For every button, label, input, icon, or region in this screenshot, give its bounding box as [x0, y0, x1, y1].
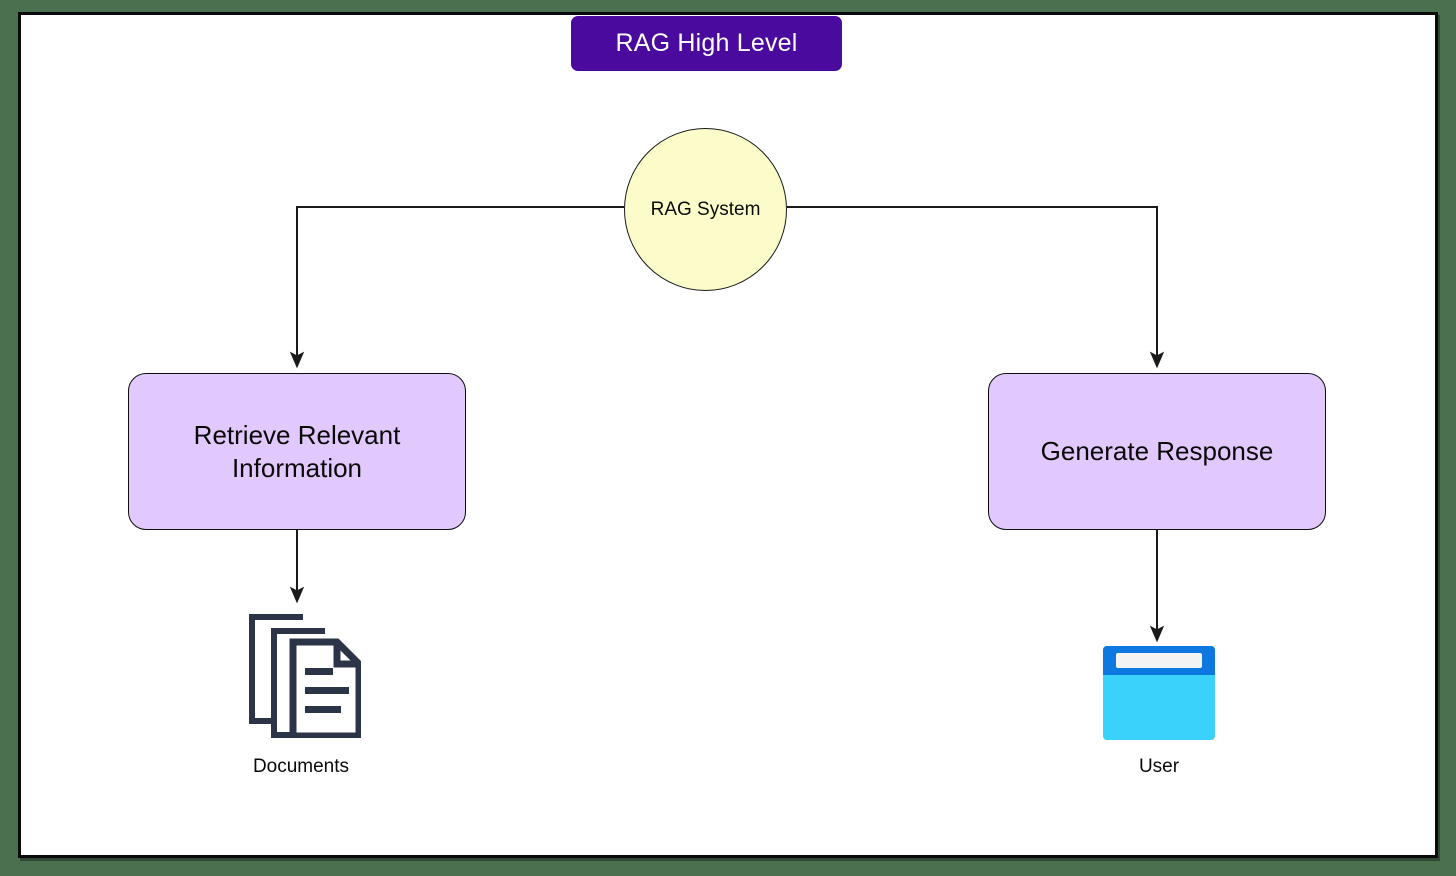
edge-rag-to-retrieve	[289, 206, 624, 369]
node-retrieve-label-line2: Information	[231, 452, 363, 483]
node-retrieve-relevant-information[interactable]: Retrieve Relevant Information	[128, 373, 466, 530]
node-user-label: User	[1138, 756, 1180, 777]
node-retrieve-label-line1: Retrieve Relevant	[193, 419, 401, 450]
page-title: RAG High Level	[615, 29, 798, 57]
node-documents[interactable]: Documents	[212, 606, 390, 778]
node-user[interactable]: User	[1070, 644, 1248, 778]
node-generate-label: Generate Response	[1040, 436, 1274, 467]
edge-rag-to-generate	[787, 206, 1165, 369]
node-documents-label: Documents	[252, 756, 350, 777]
documents-stack-icon	[249, 614, 361, 738]
node-rag-system[interactable]: RAG System	[624, 128, 787, 291]
browser-window-icon	[1103, 646, 1215, 740]
node-rag-system-label: RAG System	[650, 198, 761, 220]
node-retrieve-label: Retrieve Relevant Information	[180, 419, 415, 485]
node-generate-response[interactable]: Generate Response	[988, 373, 1326, 530]
diagram-title-banner: RAG High Level	[571, 16, 842, 71]
